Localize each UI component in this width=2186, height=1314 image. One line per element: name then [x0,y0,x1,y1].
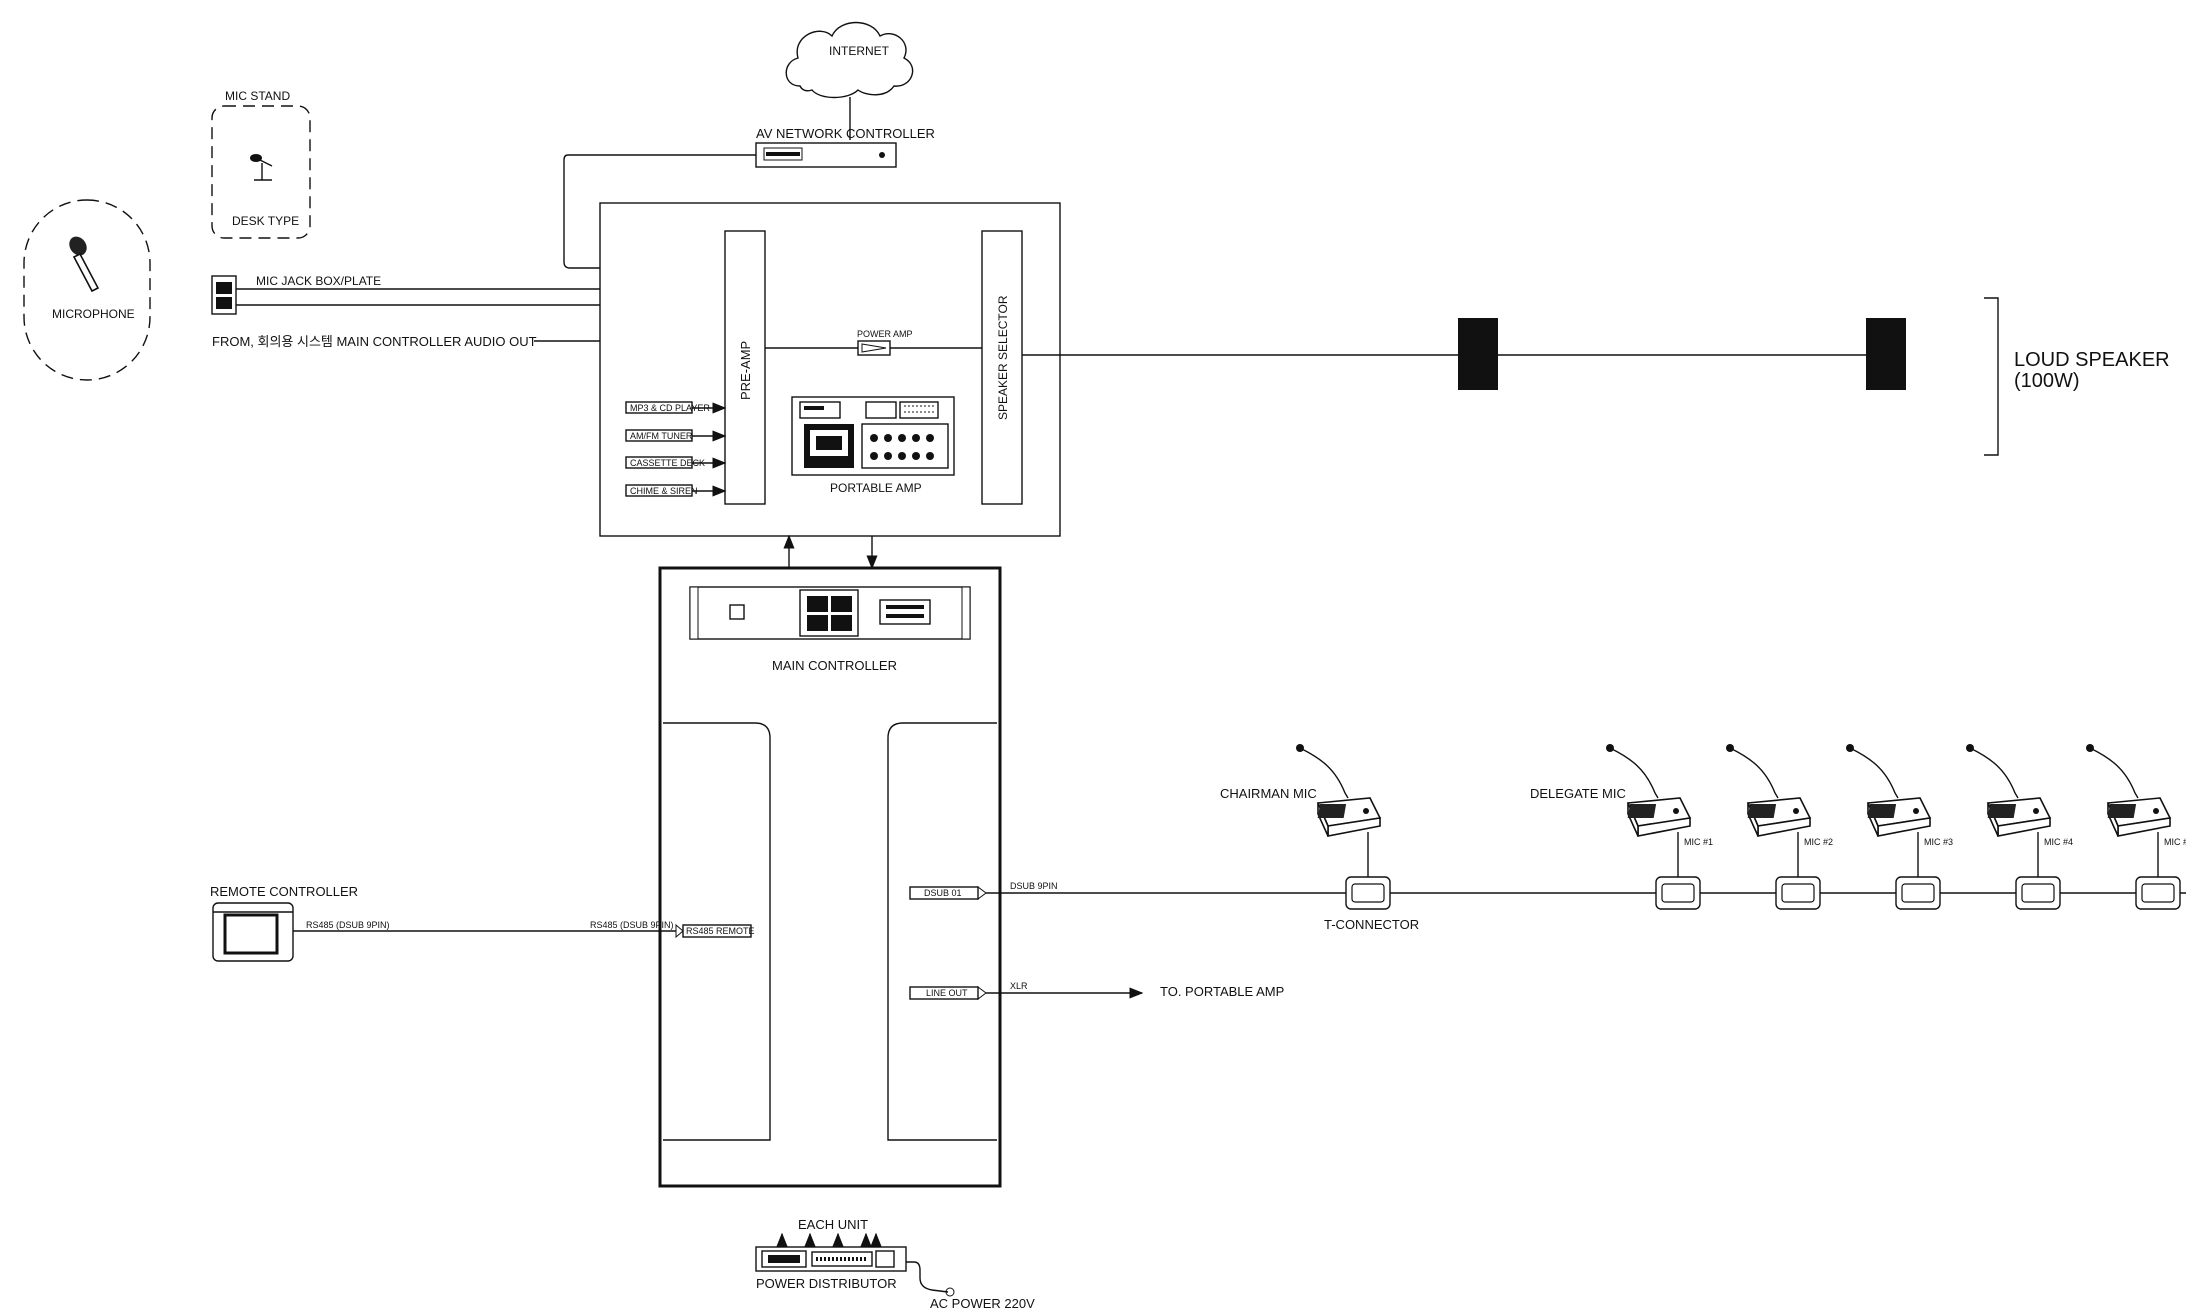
power-amp [857,340,891,356]
to-portable-amp-label: TO. PORTABLE AMP [1160,984,1284,999]
rs485-dsub-label-right: RS485 (DSUB 9PIN) [590,920,674,930]
desk-type-label: DESK TYPE [232,214,299,228]
ac-power-label: AC POWER 220V [930,1296,1035,1311]
mic-3-label: MIC #3 [1924,837,1953,847]
cabinet-right-panel [887,722,997,1141]
t-connector-3 [1895,876,1941,910]
mic-2-label: MIC #2 [1804,837,1833,847]
t-connector-2 [1775,876,1821,910]
mic-jack-box [211,275,237,315]
portable-amp [791,396,955,476]
each-unit-label: EACH UNIT [798,1217,868,1232]
speaker-selector-label: SPEAKER SELECTOR [996,295,1010,420]
t-connector-4 [2015,876,2061,910]
chairman-mic-label: CHAIRMAN MIC [1220,786,1317,801]
t-connector-label: T-CONNECTOR [1324,917,1419,932]
av-network-controller [755,142,897,168]
mic-4-label: MIC #4 [2044,837,2073,847]
source-chime-siren: CHIME & SIREN [625,484,727,497]
speaker-selector [981,230,1023,505]
internet-label: INTERNET [829,44,890,58]
svg-text:CHIME & SIREN: CHIME & SIREN [630,486,698,496]
av-network-controller-label: AV NETWORK CONTROLLER [756,126,935,141]
loud-speaker-1 [1458,318,1498,390]
t-connector-1 [1655,876,1701,910]
rs485-remote-port: RS485 REMOTE [675,923,755,939]
source-mp3-cd-player: MP3 & CD PLAYER [625,401,727,414]
main-controller-unit [689,586,971,640]
svg-text:RS485 REMOTE: RS485 REMOTE [686,926,755,936]
pre-amp [724,230,766,505]
mic-stand-label: MIC STAND [225,89,290,103]
delegate-mic-5 [2085,743,2171,837]
delegate-mic-label: DELEGATE MIC [1530,786,1626,801]
internet-cloud: INTERNET [785,21,914,99]
remote-controller [212,902,294,962]
dsub-01-port: DSUB 01 [909,886,987,900]
network-to-preamp-line [563,154,756,269]
handheld-microphone-icon [69,236,100,293]
source-am-fm-tuner: AM/FM TUNER [625,429,727,442]
microphone-label: MICROPHONE [52,307,135,321]
mic-jack-box-label: MIC JACK BOX/PLATE [256,274,381,288]
power-distributor [755,1246,907,1272]
delegate-mic-4 [1965,743,2051,837]
rs485-dsub-label-left: RS485 (DSUB 9PIN) [306,920,390,930]
remote-controller-label: REMOTE CONTROLLER [210,884,358,899]
xlr-label: XLR [1010,981,1028,991]
from-main-controller-label: FROM, 회의용 시스템 MAIN CONTROLLER AUDIO OUT [212,334,537,349]
svg-text:DSUB 01: DSUB 01 [924,888,962,898]
line-out-port: LINE OUT [909,986,987,1000]
svg-text:LINE OUT: LINE OUT [926,988,968,998]
main-controller-cabinet [658,566,1002,1188]
each-unit-arrows [776,1232,882,1247]
svg-text:CASSETTE DECK: CASSETTE DECK [630,458,705,468]
loud-speaker-2 [1866,318,1906,390]
power-amp-label: POWER AMP [857,329,913,339]
mic-stand-frame [211,105,311,239]
mic-stand-icon [250,154,273,181]
dsub-9pin-label: DSUB 9PIN [1010,881,1058,891]
portable-amp-label: PORTABLE AMP [830,481,922,495]
delegate-mic-3 [1845,743,1931,837]
mic-1-label: MIC #1 [1684,837,1713,847]
cabinet-left-panel [663,722,771,1141]
pre-amp-label: PRE-AMP [738,341,753,400]
loud-speaker-label: LOUD SPEAKER [2014,349,2170,371]
mic-5-label: MIC # [2164,837,2186,847]
t-connector-5 [2135,876,2181,910]
t-connector-chairman [1345,876,1391,910]
ac-power-cable [906,1261,949,1293]
svg-text:MP3 & CD PLAYER: MP3 & CD PLAYER [630,403,710,413]
main-controller-label: MAIN CONTROLLER [772,658,897,673]
delegate-mic-2 [1725,743,1811,837]
power-distributor-label: POWER DISTRIBUTOR [756,1276,897,1291]
source-cassette-deck: CASSETTE DECK [625,456,727,469]
speaker-bracket [1984,297,1999,456]
loud-speaker-power-label: (100W) [2014,370,2080,392]
microphone-frame [23,199,151,381]
ac-plug-icon [945,1287,955,1297]
svg-text:AM/FM TUNER: AM/FM TUNER [630,431,693,441]
